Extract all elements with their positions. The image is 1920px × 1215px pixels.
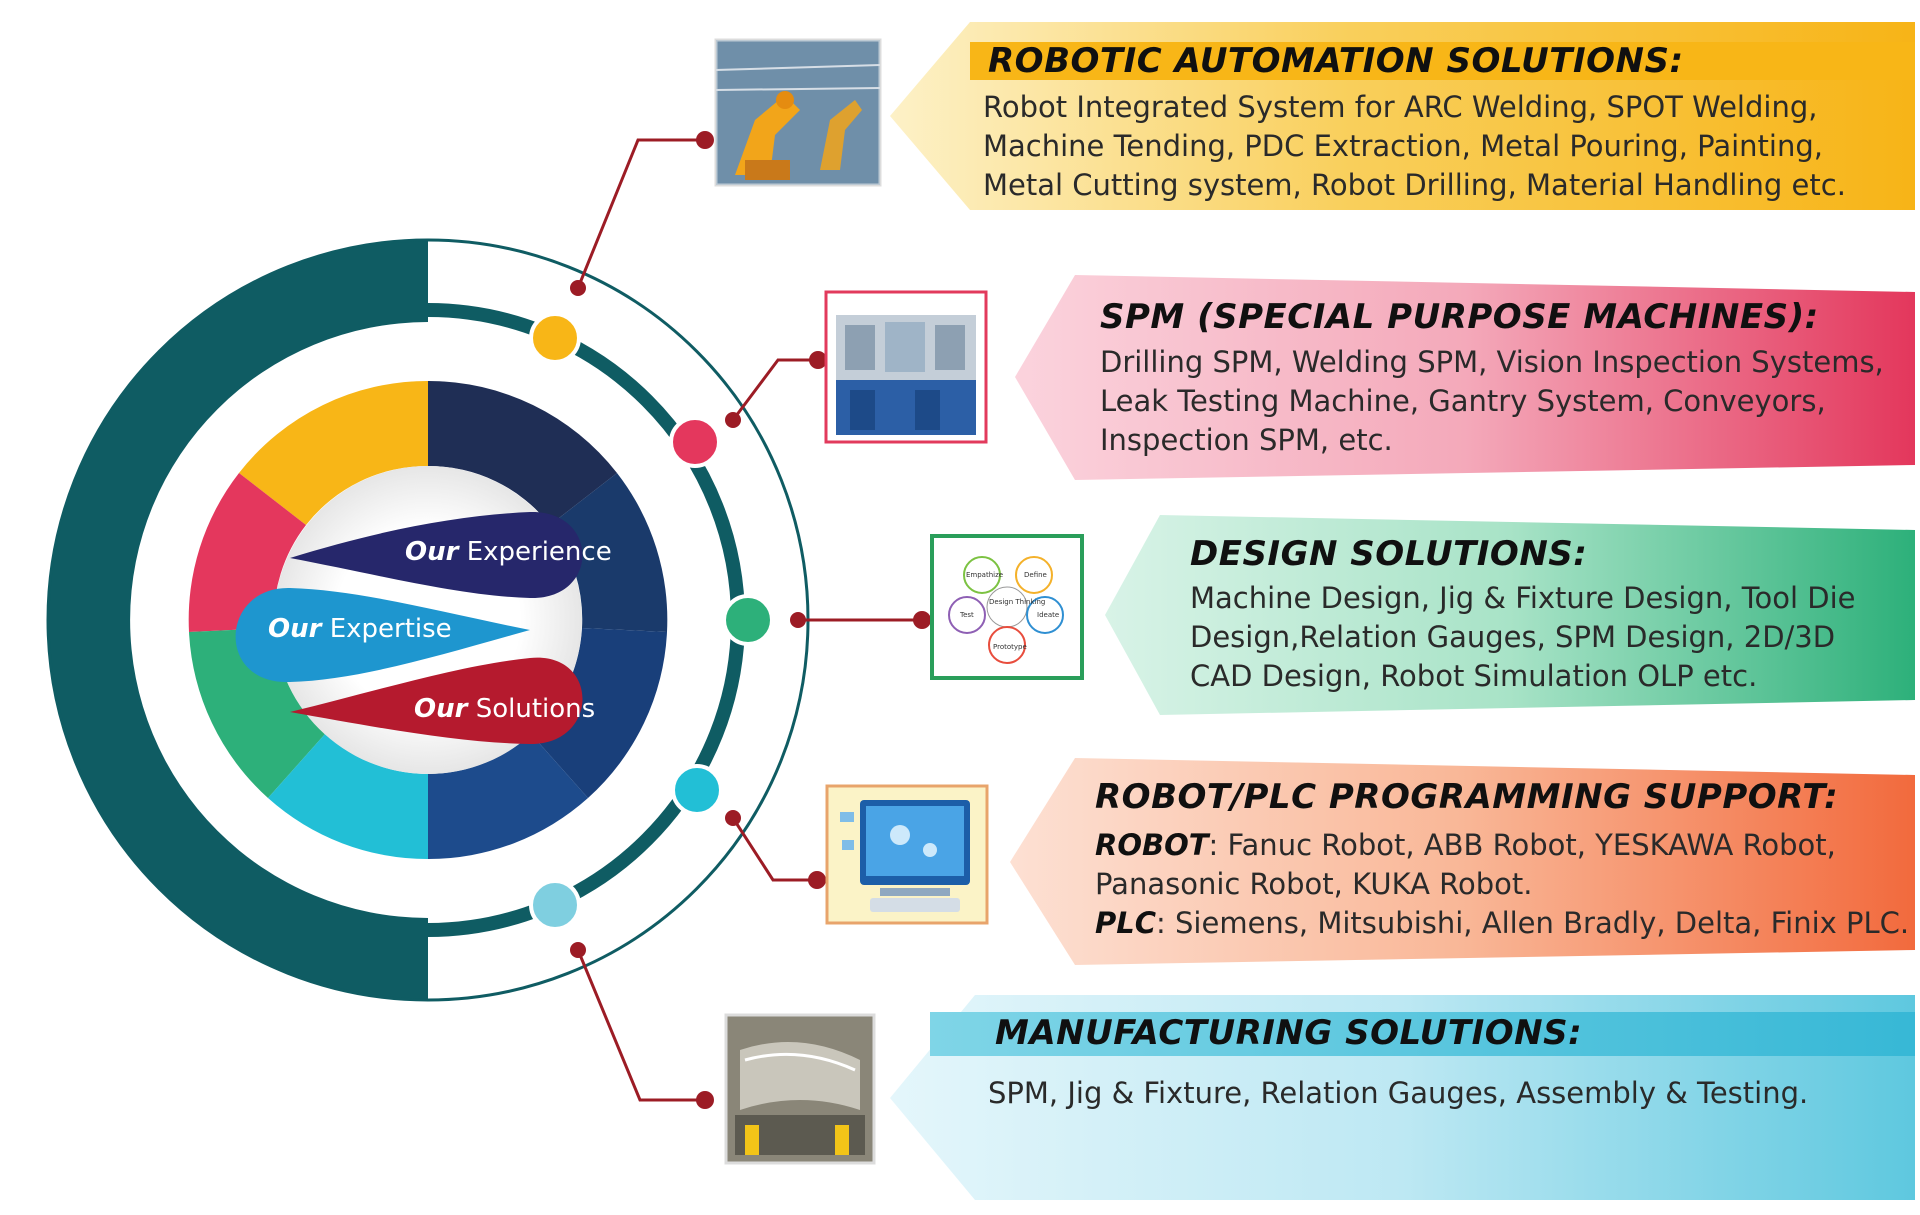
robot-label: ROBOT <box>1095 828 1211 862</box>
section-spm: SPM (SPECIAL PURPOSE MACHINES): Drilling… <box>824 275 1915 480</box>
node-pink <box>669 416 721 468</box>
outer-half-arc <box>48 240 428 1000</box>
robotic-title-band <box>970 42 1915 80</box>
design-line-2: Design,Relation Gauges, SPM Design, 2D/3… <box>1190 620 1835 654</box>
robot-list-1: : Fanuc Robot, ABB Robot, YESKAWA Robot, <box>1209 828 1836 862</box>
design-arrow <box>1105 515 1915 715</box>
section-programming: ROBOT/PLC PROGRAMMING SUPPORT: ROBOT: Fa… <box>825 758 1915 965</box>
computer-image <box>825 784 989 925</box>
segment-green <box>189 628 325 798</box>
programming-title: ROBOT/PLC PROGRAMMING SUPPORT: <box>1095 777 1838 817</box>
robotic-line-3: Metal Cutting system, Robot Drilling, Ma… <box>983 168 1846 202</box>
design-thumb-node-1: Empathize <box>966 571 1003 579</box>
connector-robotic <box>576 138 705 289</box>
design-thinking-image: Design Thinking Empathize Define Ideate … <box>930 534 1084 680</box>
node-yellow <box>529 312 581 364</box>
manufacturing-image <box>724 1013 876 1165</box>
segment-navy-1 <box>428 380 617 525</box>
node-lightblue <box>529 879 581 931</box>
spm-arrow <box>1015 275 1915 480</box>
petal-solutions: Our Solutions <box>290 657 595 745</box>
connector-programming <box>731 817 817 882</box>
manufacturing-line-1: SPM, Jig & Fixture, Relation Gauges, Ass… <box>988 1076 1808 1110</box>
spm-line-2: Leak Testing Machine, Gantry System, Con… <box>1100 384 1826 418</box>
section-design: DESIGN SOLUTIONS: Machine Design, Jig & … <box>930 515 1915 715</box>
programming-robot-line: ROBOT: Fanuc Robot, ABB Robot, YESKAWA R… <box>1095 828 1836 862</box>
connector-manufacturing <box>576 949 705 1102</box>
segment-navy-3 <box>531 628 667 798</box>
programming-plc-line: PLC: Siemens, Mitsubishi, Allen Bradly, … <box>1095 906 1909 940</box>
robotic-title: ROBOTIC AUTOMATION SOLUTIONS: <box>988 41 1684 81</box>
node-green <box>722 594 774 646</box>
design-thumb-center: Design Thinking <box>989 598 1045 606</box>
manufacturing-title: MANUFACTURING SOLUTIONS: <box>995 1013 1582 1053</box>
segment-pink <box>188 473 306 632</box>
design-thumb-node-5: Test <box>959 611 974 619</box>
robot-arm-image <box>714 38 882 187</box>
segment-cyan <box>268 734 428 860</box>
robotic-line-2: Machine Tending, PDC Extraction, Metal P… <box>983 129 1823 163</box>
spm-line-1: Drilling SPM, Welding SPM, Vision Inspec… <box>1100 345 1884 379</box>
section-robotic: ROBOTIC AUTOMATION SOLUTIONS: Robot Inte… <box>714 22 1915 210</box>
design-line-3: CAD Design, Robot Simulation OLP etc. <box>1190 659 1757 693</box>
design-thumb-node-4: Prototype <box>993 643 1027 651</box>
node-cyan <box>671 764 723 816</box>
circle-graphic: Our Experience Our Expertise Our Solutio… <box>46 238 810 1002</box>
spm-machine-image <box>824 290 988 444</box>
plc-label: PLC <box>1095 906 1156 940</box>
section-manufacturing: MANUFACTURING SOLUTIONS: SPM, Jig & Fixt… <box>724 995 1915 1200</box>
petal-experience: Our Experience <box>290 511 612 599</box>
spm-line-3: Inspection SPM, etc. <box>1100 423 1393 457</box>
connector-spm <box>731 358 818 421</box>
connectors <box>576 138 922 1102</box>
robot-list-2: Panasonic Robot, KUKA Robot. <box>1095 867 1532 901</box>
segment-navy-2 <box>550 473 668 632</box>
design-thumb-node-3: Ideate <box>1037 611 1059 619</box>
petal-solutions-label: Our Solutions <box>414 694 595 724</box>
manufacturing-title-band <box>930 1012 1915 1056</box>
petal-expertise: Our Expertise <box>235 587 530 683</box>
design-thumb-node-2: Define <box>1024 571 1047 579</box>
segment-yellow <box>239 380 428 525</box>
plc-list: : Siemens, Mitsubishi, Allen Bradly, Del… <box>1156 906 1909 940</box>
design-title: DESIGN SOLUTIONS: <box>1190 534 1587 574</box>
segment-navy-4 <box>428 734 588 860</box>
petal-expertise-label: Our Expertise <box>268 614 452 644</box>
petal-experience-label: Our Experience <box>405 537 612 567</box>
design-line-1: Machine Design, Jig & Fixture Design, To… <box>1190 581 1855 615</box>
programming-arrow <box>1010 758 1915 965</box>
connector-dots <box>570 131 931 1109</box>
spm-title: SPM (SPECIAL PURPOSE MACHINES): <box>1100 297 1819 337</box>
robotic-line-1: Robot Integrated System for ARC Welding,… <box>983 90 1817 124</box>
